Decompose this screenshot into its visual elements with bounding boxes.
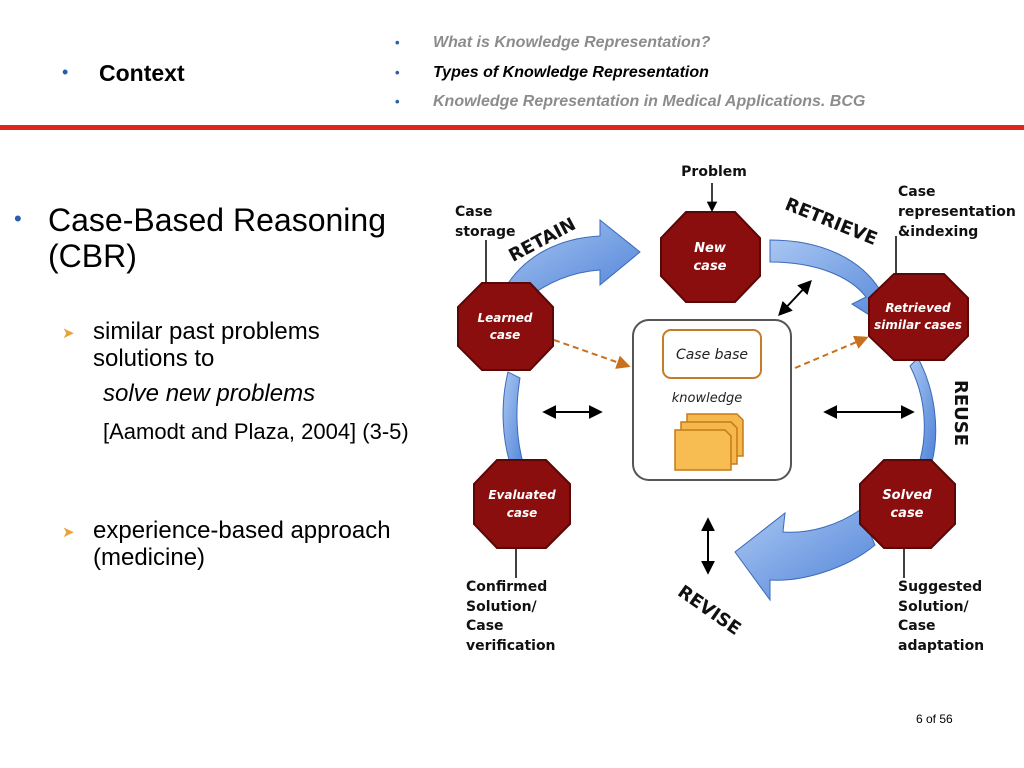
new-case-label: case — [693, 259, 726, 274]
evaluated-case-label: case — [507, 506, 538, 520]
case-storage-line: storage — [455, 224, 516, 240]
confirmed-solution-line: Confirmed — [466, 579, 547, 595]
point-similar-problems: similar past problems solutions to — [93, 318, 320, 372]
suggested-solution-label: Suggested Solution/ Case adaptation — [898, 579, 984, 654]
point-solve-new-problems: solve new problems — [103, 380, 316, 407]
revise-arrow — [734, 509, 876, 602]
knowledge-label: knowledge — [672, 391, 742, 406]
retrieved-case-label: Retrieved — [885, 301, 951, 315]
confirmed-solution-line: Solution/ — [466, 599, 538, 615]
learned-to-casebase-arrow — [553, 339, 631, 369]
suggested-solution-line: Suggested — [898, 579, 982, 595]
topic-item-what-is-kr[interactable]: • What is Knowledge Representation? — [395, 32, 865, 62]
point-citation: [Aamodt and Plaza, 2004] (3-5) — [103, 419, 409, 444]
new-case-octagon: New case — [660, 211, 761, 303]
confirmed-solution-line: verification — [466, 638, 556, 654]
problem-label: Problem — [681, 164, 747, 180]
learned-case-label: Learned — [477, 311, 532, 325]
topic-item-kr-medical[interactable]: • Knowledge Representation in Medical App… — [395, 91, 865, 121]
case-representation-line: Case — [898, 184, 936, 200]
solved-case-label: case — [890, 506, 923, 521]
reuse-label: REUSE — [950, 380, 971, 446]
case-representation-label: Case representation &indexing — [898, 184, 1016, 240]
topic-label: Types of Knowledge Representation — [433, 63, 709, 81]
case-base-box — [662, 329, 762, 379]
evaluated-case-octagon: Evaluated case — [473, 459, 571, 549]
point-experience-based: experience-based approach (medicine) — [93, 517, 391, 571]
main-bullet: • — [14, 206, 22, 231]
learned-case-octagon: Learned case — [457, 282, 554, 371]
page-number: 6 of 56 — [916, 712, 953, 726]
case-storage-line: Case — [455, 204, 493, 220]
topic-item-types-of-kr[interactable]: • Types of Knowledge Representation — [395, 62, 865, 92]
retrieved-cases-octagon: Retrieved similar cases — [868, 273, 969, 361]
arrow-bullet-icon: ➤ — [62, 524, 75, 541]
suggested-solution-line: Solution/ — [898, 599, 970, 615]
confirmed-solution-label: Confirmed Solution/ Case verification — [466, 579, 556, 654]
confirmed-solution-line: Case — [466, 618, 504, 634]
solved-case-label: Solved — [882, 488, 932, 503]
context-label: Context — [99, 60, 185, 86]
document-stack-icon — [674, 413, 744, 471]
solved-case-octagon: Solved case — [859, 459, 956, 549]
case-representation-line: &indexing — [898, 224, 978, 240]
topic-bullet: • — [395, 64, 400, 80]
learned-case-label: case — [490, 328, 521, 342]
casebase-to-retrieved-arrow — [794, 335, 869, 369]
topic-bullet: • — [395, 35, 400, 50]
suggested-solution-line: Case — [898, 618, 936, 634]
context-bullet: • — [62, 62, 69, 82]
evaluate-arrow — [502, 371, 525, 471]
main-title: Case-Based Reasoning (CBR) — [48, 202, 386, 274]
topic-label: Knowledge Representation in Medical Appl… — [433, 93, 866, 110]
retain-arrow — [504, 218, 641, 301]
topic-label: What is Knowledge Representation? — [433, 34, 711, 51]
arrow-bullet-icon: ➤ — [62, 325, 75, 342]
new-case-knowledge-arrow — [778, 279, 812, 317]
suggested-solution-line: adaptation — [898, 638, 984, 654]
retrieved-case-label: similar cases — [874, 318, 962, 332]
new-case-label: New — [694, 241, 727, 256]
evaluated-case-label: Evaluated — [488, 488, 556, 502]
topic-list: • What is Knowledge Representation? • Type… — [395, 32, 865, 121]
header-divider — [0, 125, 1024, 130]
revise-label: REVISE — [674, 581, 745, 640]
case-storage-label: Case storage — [455, 204, 516, 240]
case-representation-line: representation — [898, 204, 1016, 220]
topic-bullet: • — [395, 94, 400, 109]
case-base-label: Case base — [676, 347, 748, 363]
reuse-arrow — [909, 357, 937, 463]
